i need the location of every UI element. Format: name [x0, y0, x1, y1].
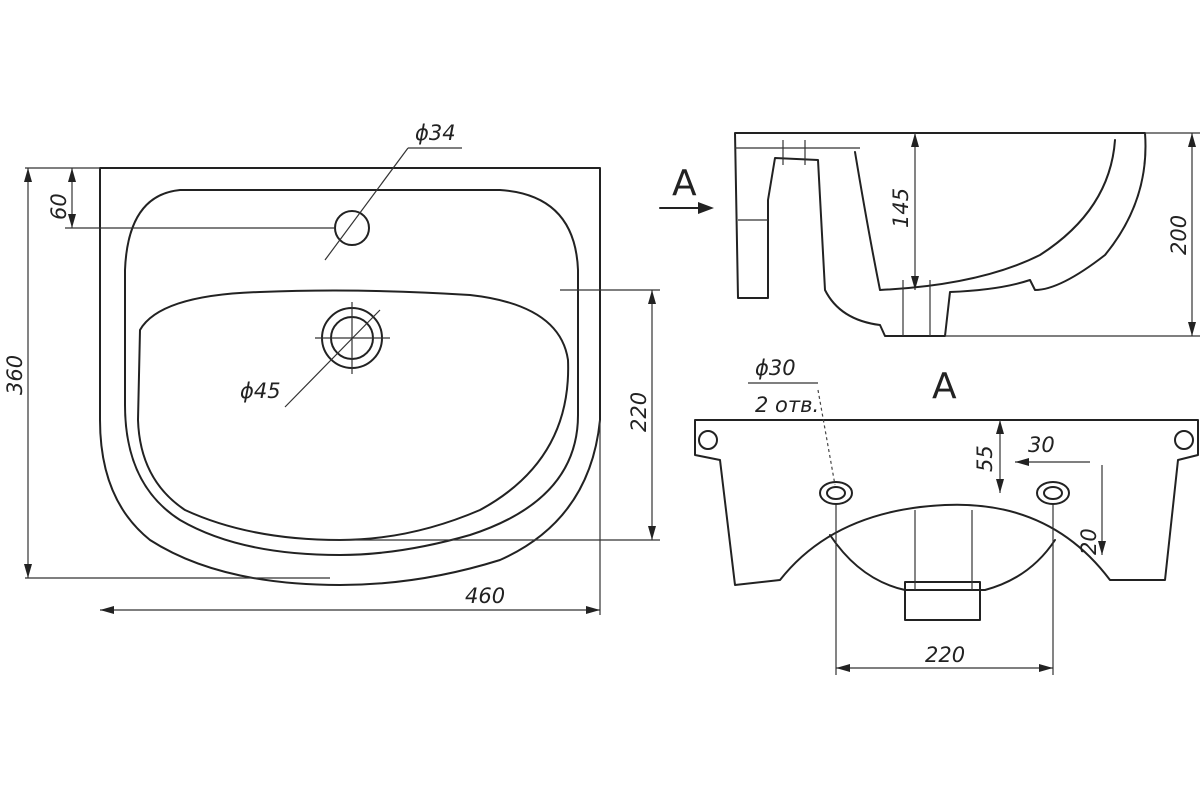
dim-overall-width: 460	[465, 584, 505, 608]
arrow-200-top	[1188, 133, 1196, 147]
arrow-60-bottom	[68, 214, 76, 228]
arrow-200-bottom	[1188, 322, 1196, 336]
arrow-360-bottom	[24, 564, 32, 578]
dim-hole-vertical: 55	[973, 445, 997, 472]
arrow-220b-right	[1039, 664, 1053, 672]
arrow-145-bottom	[911, 276, 919, 290]
dim-faucet-hole: ϕ34	[415, 121, 456, 145]
arrow-20	[1098, 541, 1106, 555]
side-view: A 145 200	[659, 132, 1200, 337]
dim-bowl-depth: 220	[627, 392, 651, 432]
faucet-leader	[324, 147, 409, 261]
top-view: ϕ34 60 ϕ45 360 220 460	[3, 121, 660, 615]
arrow-460-left	[100, 606, 114, 614]
front-hole-left-inner	[826, 486, 846, 500]
top-view-bowl	[137, 289, 570, 541]
top-view-outer-outline	[99, 167, 601, 586]
view-arrow-head	[698, 202, 714, 214]
dim-overall-depth: 360	[3, 355, 27, 395]
dim-mount-holes-count: 2 отв.	[755, 393, 819, 417]
dim-bowl-height: 145	[889, 188, 913, 228]
arrow-220b-left	[836, 664, 850, 672]
dim-hole-height: 20	[1077, 528, 1101, 555]
front-view-outline	[694, 419, 1199, 586]
arrow-145-top	[911, 133, 919, 147]
front-left-mount-hole	[698, 430, 718, 450]
front-hole-left	[819, 481, 853, 505]
front-view: A ϕ30 2 отв. 55 30 220 20	[694, 356, 1199, 675]
view-arrow-label: A	[672, 163, 697, 204]
front-hole-right	[1036, 481, 1070, 505]
dim-drain: ϕ45	[240, 379, 281, 403]
dim-hole-spacing: 220	[925, 643, 965, 667]
arrow-360-top	[24, 168, 32, 182]
front-view-bowl	[829, 534, 1056, 591]
arrow-55-top	[996, 420, 1004, 434]
arrow-220-top	[648, 290, 656, 304]
dim-faucet-offset: 60	[47, 193, 71, 220]
top-view-rim-inner	[124, 189, 579, 556]
drain-leader	[284, 309, 381, 408]
arrow-60-top	[68, 168, 76, 182]
side-view-outline	[734, 132, 1147, 337]
dim-mount-holes: ϕ30	[755, 356, 796, 380]
dim-overall-height: 200	[1167, 215, 1191, 255]
front-right-mount-hole	[1174, 430, 1194, 450]
front-view-drain	[904, 581, 981, 621]
arrow-460-right	[586, 606, 600, 614]
arrow-220-bottom	[648, 526, 656, 540]
mount-hole-leader	[817, 389, 836, 486]
front-hole-right-inner	[1043, 486, 1063, 500]
arrow-55-bottom	[996, 479, 1004, 493]
dim-hole-horizontal: 30	[1028, 433, 1055, 457]
side-view-inner-curve	[854, 139, 1116, 291]
front-view-title: A	[932, 366, 957, 407]
arrow-30	[1015, 458, 1029, 466]
